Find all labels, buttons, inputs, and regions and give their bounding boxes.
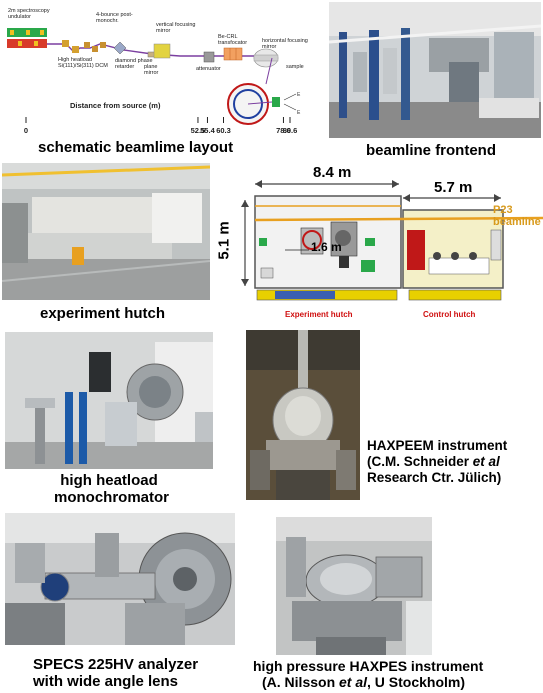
label-hfm: horizontal focusing mirror (262, 38, 308, 50)
dim-inner: 1.6 m (311, 240, 342, 254)
crl-icon (223, 47, 243, 61)
caption-specs: SPECS 225HV analyzer with wide angle len… (33, 656, 198, 690)
photo-experiment-hutch (2, 163, 210, 300)
label-sample: sample (286, 64, 304, 70)
axis-tick-label: 0 (23, 126, 29, 135)
label-undulator: 2m spectroscopy undulator (8, 8, 50, 20)
axis-tick-label: 52.5 (190, 126, 206, 135)
label-retarder: diamond phase retarder (115, 58, 153, 70)
photo-specs-analyzer (5, 513, 235, 645)
label-crl: Be-CRL transfocator (218, 34, 248, 46)
caption-experiment-hutch: experiment hutch (40, 305, 166, 322)
dcm-icon (62, 40, 79, 53)
axis-tick-label: 78.6 (276, 126, 291, 135)
caption-schematic: schematic beamlime layout (38, 139, 234, 156)
haxpeem-line2: (C.M. Schneider et al (367, 454, 507, 470)
highpressure-line2-italic: et al (339, 674, 368, 690)
highpressure-line1: high pressure HAXPES instrument (253, 658, 484, 674)
photo-monochromator (5, 332, 213, 469)
vfm-icon (153, 43, 171, 59)
photo-beamline-frontend (329, 2, 541, 138)
caption-high-pressure: high pressure HAXPES instrument (A. Nils… (253, 658, 483, 690)
svg-text:E: E (297, 110, 301, 116)
haxpeem-line3: Research Ctr. Jülich) (367, 470, 502, 485)
label-vfm: vertical focusing mirror (156, 22, 196, 34)
highpressure-line2: (A. Nilsson et al, U Stockholm) (253, 674, 483, 690)
haxpeem-line2-prefix: (C.M. Schneider (367, 454, 473, 469)
haxpeem-line1: HAXPEEM instrument (367, 438, 508, 453)
hutch-floorplan: 8.4 m 5.7 m 5.1 m 1.6 m P23 beamline Exp… (215, 160, 543, 330)
haxpeem-line2-italic: et al (472, 454, 500, 469)
label-attenuator: attenuator (196, 66, 221, 72)
distance-axis-title: Distance from source (m) (70, 101, 161, 110)
caption-haxpeem: HAXPEEM instrument (C.M. Schneider et al… (367, 438, 507, 486)
label-dcm: High heatload Si(111)/Si(311) DCM (58, 57, 108, 69)
specs-line1: SPECS 225HV analyzer (33, 656, 199, 673)
label-postmono: 4-bounce post-monochr. (96, 12, 133, 24)
diffractometer-icon (300, 227, 324, 255)
highpressure-line2-suffix: , U Stockholm) (367, 674, 466, 690)
caption-monochromator: high heatload monochromator (54, 472, 170, 506)
label-control-hutch: Control hutch (423, 310, 476, 319)
caption-frontend: beamline frontend (366, 142, 497, 159)
retarder-icon (113, 41, 127, 55)
highpressure-line2-prefix: (A. Nilsson (262, 674, 340, 690)
dim-control-width: 5.7 m (434, 179, 473, 196)
hfm-icon (253, 48, 279, 68)
dim-hutch-height: 5.1 m (215, 221, 233, 260)
photo-high-pressure-haxpes (276, 517, 432, 655)
attenuator-icon (203, 51, 215, 63)
axis-tick-label: 55.4 (200, 126, 215, 135)
svg-text:E: E (297, 92, 301, 98)
label-plane-mirror: plane mirror (144, 64, 159, 76)
axis-tick-label: 80.6 (282, 126, 298, 135)
photo-haxpeem (246, 330, 360, 500)
label-exp-hutch: Experiment hutch (285, 310, 353, 319)
undulator-icon (7, 28, 47, 48)
axis-tick-label: 60.3 (216, 126, 231, 135)
label-p23: P23 beamline (493, 204, 541, 228)
postmono-icon (84, 42, 106, 52)
specs-line2: with wide angle lens (33, 673, 179, 690)
dim-hutch-width: 8.4 m (313, 164, 352, 181)
sample-icon: E E (227, 83, 301, 125)
haxpes-icon (330, 221, 358, 268)
beamline-schematic: E E 2m spectroscopy undulator High heatl… (4, 4, 322, 139)
